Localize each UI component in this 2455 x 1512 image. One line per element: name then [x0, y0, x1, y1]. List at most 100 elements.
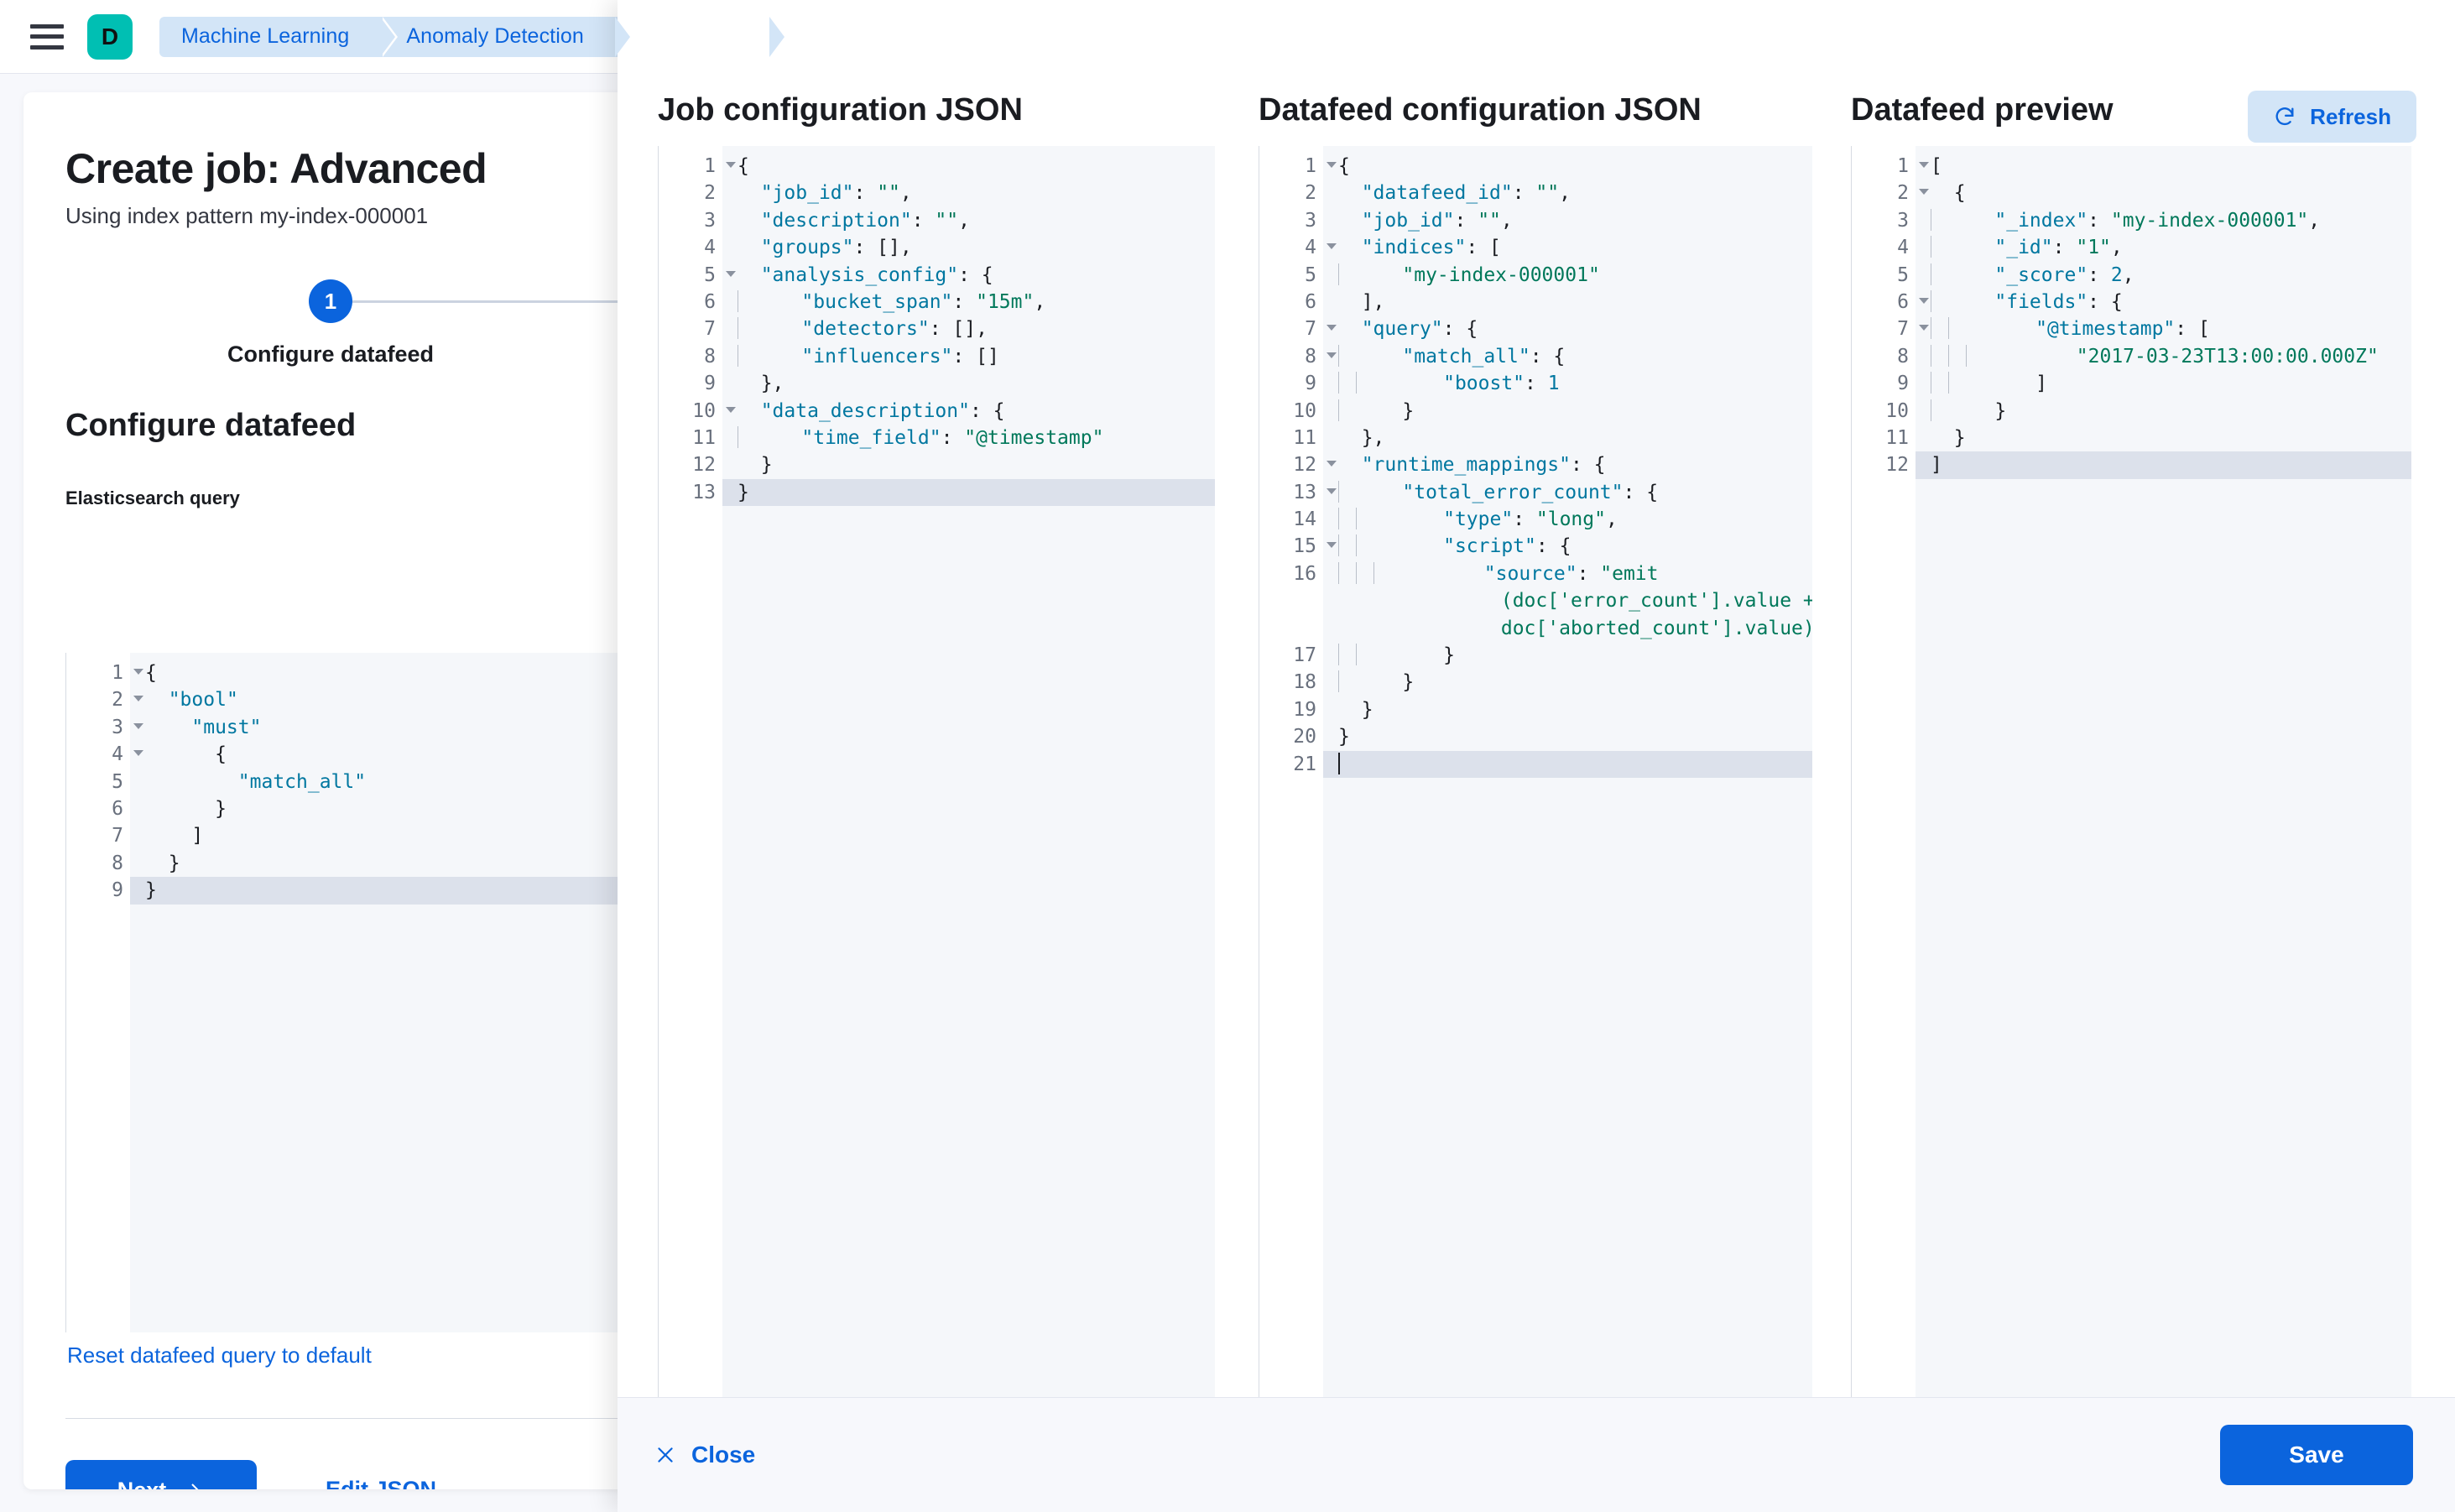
datafeed-configuration-title: Datafeed configuration JSON	[1259, 92, 1702, 128]
code-line: "time_field": "@timestamp"	[722, 425, 1215, 451]
code-line: ],	[1338, 290, 1385, 313]
gutter-line-number: 10	[1885, 399, 1909, 422]
gutter-line-number: 6	[1305, 290, 1316, 313]
gutter-line-number: 3	[66, 714, 143, 741]
code-line: "2017-03-23T13:00:00.000Z"	[1916, 343, 2411, 370]
gutter-line-number: 9	[704, 373, 716, 395]
code-line: },	[738, 373, 784, 395]
save-button[interactable]: Save	[2220, 1425, 2413, 1485]
editor-content[interactable]: { "datafeed_id": "", "job_id": "", "indi…	[1323, 146, 1812, 1397]
gutter-line-number: 2	[1305, 182, 1316, 205]
code-line: {	[145, 662, 157, 684]
close-button[interactable]: Close	[654, 1442, 755, 1468]
gutter-line-number: 9	[1305, 373, 1316, 395]
gutter-line-number: 13	[692, 481, 716, 503]
code-line: {	[145, 743, 227, 766]
editor-content[interactable]: { "job_id": "", "description": "", "grou…	[722, 146, 1215, 1397]
refresh-button-label: Refresh	[2310, 103, 2391, 129]
code-line: "match_all"	[237, 770, 367, 793]
gutter-line-number: 4	[1897, 237, 1909, 259]
code-line: "indices": [	[1361, 237, 1501, 259]
code-line: ]	[1931, 454, 1942, 477]
editor-content[interactable]: [ { "_index": "my-index-000001", "_id": …	[1916, 146, 2411, 1397]
app-avatar-badge[interactable]: D	[87, 13, 133, 60]
gutter-line-number: 3	[1897, 209, 1909, 232]
gutter-line-number: 7	[1259, 315, 1337, 342]
gutter-line-number: 19	[1293, 698, 1316, 721]
code-line: },	[1338, 426, 1385, 449]
code-line: }	[738, 454, 773, 477]
breadcrumb-item-1[interactable]: Anomaly Detection	[381, 16, 633, 57]
refresh-button[interactable]: Refresh	[2248, 91, 2416, 143]
job-configuration-title: Job configuration JSON	[658, 92, 1023, 128]
gutter-line-number: 1	[66, 660, 143, 686]
code-line: "bool"	[168, 689, 238, 712]
code-line: "my-index-000001"	[1323, 262, 1812, 289]
code-line: "type": "long",	[1323, 506, 1812, 533]
next-button-label: Next	[117, 1478, 167, 1490]
gutter-line-number: 6	[1852, 289, 1929, 315]
gutter-line-number: 10	[1293, 399, 1316, 422]
gutter-line-number: 4	[704, 237, 716, 259]
flyout-footer: Close Save	[618, 1397, 2455, 1512]
code-line: "job_id": "",	[760, 182, 912, 205]
code-line: }	[1338, 726, 1350, 748]
gutter-line-number: 8	[704, 345, 716, 368]
gutter-line-number: 4	[1259, 234, 1337, 261]
code-line: "datafeed_id": "",	[1361, 182, 1571, 205]
gutter-line-number: 5	[659, 262, 736, 289]
code-line: }	[1323, 398, 1812, 425]
stepper-step-1[interactable]: 1	[309, 279, 352, 323]
gutter-line-number: 14	[1293, 508, 1316, 531]
code-line: "groups": [],	[760, 237, 912, 259]
gutter-line-number: 8	[1897, 345, 1909, 368]
code-line: "total_error_count": {	[1323, 479, 1812, 506]
reset-datafeed-query-link[interactable]: Reset datafeed query to default	[67, 1343, 372, 1368]
code-line: "@timestamp": [	[1916, 315, 2411, 342]
gutter-line-number: 11	[692, 426, 716, 449]
edit-json-link[interactable]: Edit JSON	[326, 1477, 437, 1489]
code-line: }	[1931, 426, 1966, 449]
next-button[interactable]: Next	[65, 1460, 257, 1489]
code-line: {	[1338, 155, 1350, 177]
gutter-line-number: 2	[704, 182, 716, 205]
divider	[65, 1418, 653, 1419]
hamburger-menu-icon[interactable]	[30, 23, 64, 50]
code-line	[1323, 751, 1812, 778]
editor-content[interactable]: { "bool" "must" { "match_all" } ] }}	[130, 653, 661, 1332]
code-line: {	[1931, 182, 1966, 205]
code-line: [	[1931, 155, 1942, 177]
gutter-line-number: 16	[1293, 562, 1316, 585]
code-line: "bucket_span": "15m",	[722, 289, 1215, 315]
section-title-configure-datafeed: Configure datafeed	[65, 408, 357, 443]
highlighted-line	[66, 877, 661, 905]
gutter-line-number: 5	[1305, 263, 1316, 286]
gutter-line-number: 6	[112, 797, 123, 820]
code-line: ]	[145, 825, 204, 847]
gutter-line-number: 11	[1885, 426, 1909, 449]
gutter-line-number: 12	[692, 454, 716, 477]
breadcrumb-item-0[interactable]: Machine Learning	[159, 16, 399, 57]
code-line: "data_description": {	[760, 399, 1005, 422]
code-line: }	[738, 481, 749, 503]
gutter-line-number: 1	[659, 153, 736, 180]
stepper-step-1-label: Configure datafeed	[227, 342, 435, 367]
gutter-line-number: 8	[1259, 343, 1337, 370]
code-line: "_id": "1",	[1916, 234, 2411, 261]
gutter-line-number: 10	[659, 398, 736, 425]
gutter-line-number: 20	[1293, 726, 1316, 748]
code-line: }	[145, 879, 157, 902]
gutter-line-number: 5	[1897, 263, 1909, 286]
gutter-line-number: 12	[1885, 454, 1909, 477]
